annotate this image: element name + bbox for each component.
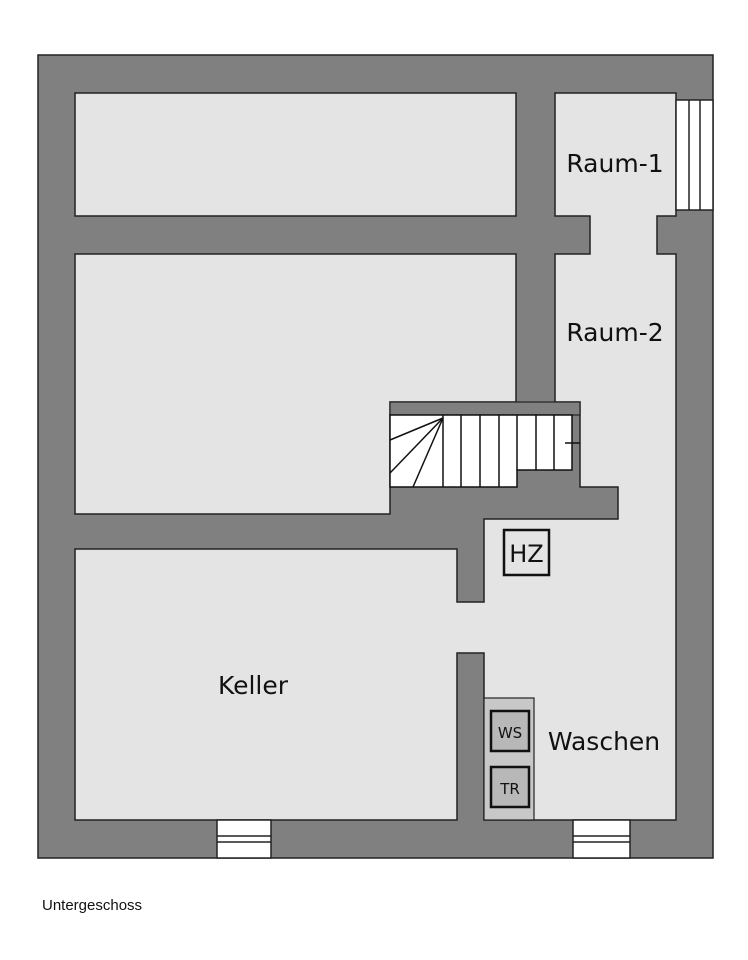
hall-and-keller-area: [74, 92, 677, 821]
room-label-keller: Keller: [218, 671, 289, 700]
window-right-top: [675, 99, 714, 211]
stair-top-wall: [389, 401, 581, 416]
room-label-raum-2: Raum-2: [566, 318, 663, 347]
window-bottom-right: [572, 819, 631, 859]
window-bottom-left: [216, 819, 272, 859]
washer-label: WS: [498, 724, 522, 742]
room-label-waschen: Waschen: [548, 727, 660, 756]
heating-label: HZ: [509, 540, 544, 568]
heating-box: [502, 528, 551, 577]
dryer-label: TR: [499, 780, 520, 798]
floor-caption: Untergeschoss: [42, 897, 143, 914]
washer-box: [489, 709, 531, 753]
staircase: [389, 414, 580, 488]
dryer-box: [489, 765, 531, 809]
room-top-left: [74, 92, 517, 217]
room-label-raum-1: Raum-1: [566, 149, 663, 178]
